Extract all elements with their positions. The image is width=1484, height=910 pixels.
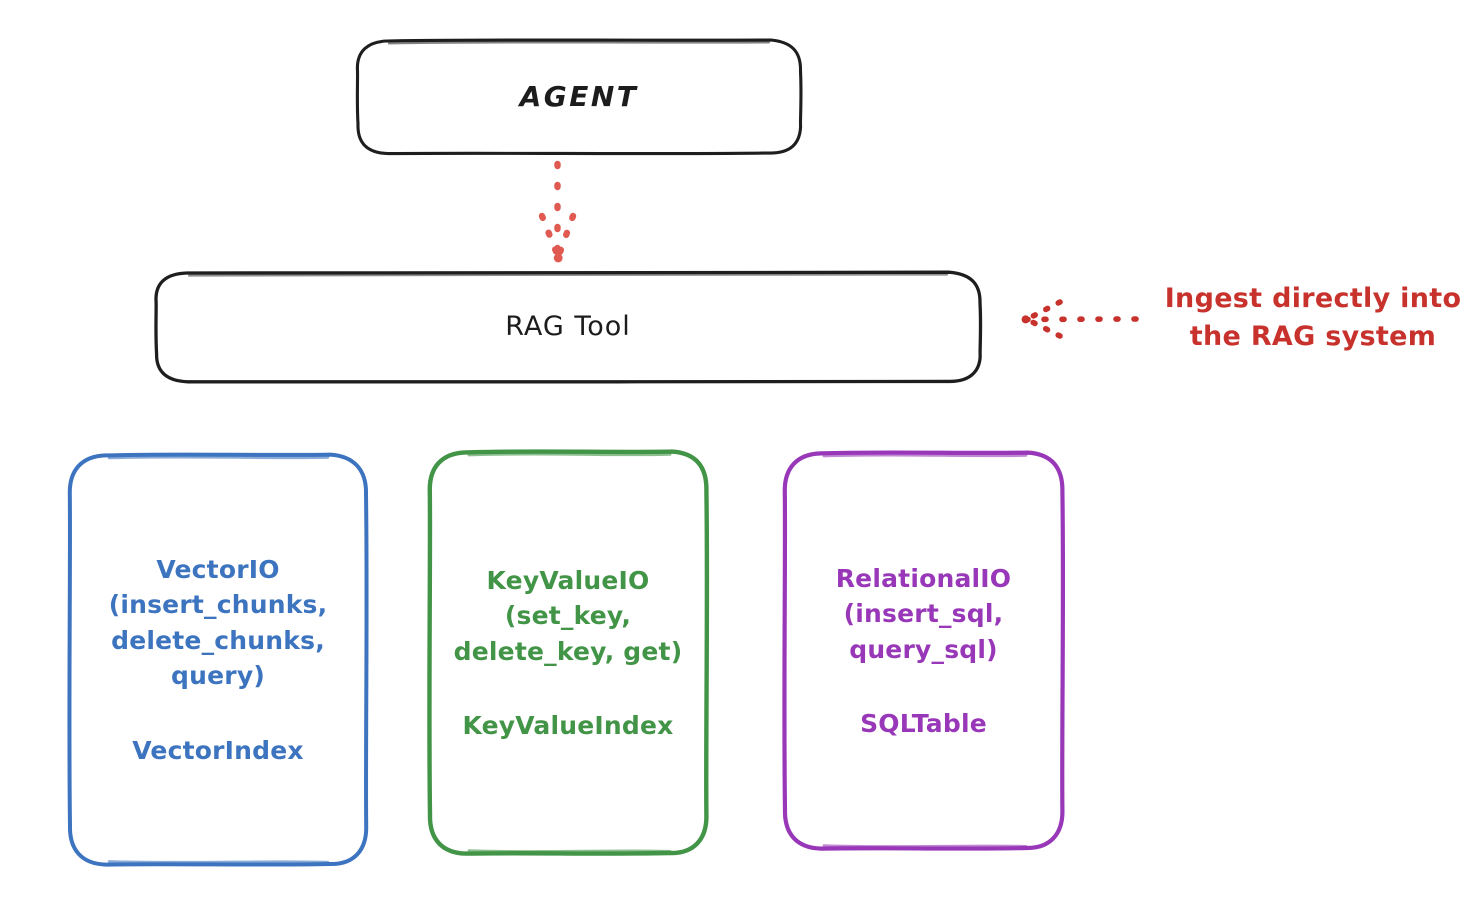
key-value-io-index: KeyValueIndex — [462, 710, 674, 740]
node-relational-io[interactable]: RelationalIO (insert_sql, query_sql) SQL… — [781, 450, 1066, 852]
ingest-arrow — [1018, 296, 1140, 342]
rag-tool-label: RAG Tool — [505, 311, 631, 343]
agent-to-rag-tool-arrow — [504, 160, 614, 272]
agent-label: AGENT — [519, 79, 639, 113]
key-value-io-title: KeyValueIO (set_key, delete_key, get) — [453, 565, 683, 666]
vector-io-label: VectorIO (insert_chunks, delete_chunks, … — [109, 516, 328, 803]
key-value-io-label: KeyValueIO (set_key, delete_key, get) Ke… — [454, 527, 683, 779]
node-key-value-io[interactable]: KeyValueIO (set_key, delete_key, get) Ke… — [426, 449, 710, 857]
node-agent[interactable]: AGENT — [355, 38, 803, 156]
relational-io-label: RelationalIO (insert_sql, query_sql) SQL… — [836, 525, 1012, 777]
vector-io-title: VectorIO (insert_chunks, delete_chunks, … — [108, 554, 328, 691]
node-vector-io[interactable]: VectorIO (insert_chunks, delete_chunks, … — [66, 452, 370, 868]
relational-io-title: RelationalIO (insert_sql, query_sql) — [835, 563, 1012, 664]
ingest-annotation-text: Ingest directly into the RAG system — [1164, 283, 1462, 353]
relational-io-index: SQLTable — [860, 708, 987, 738]
node-rag-tool[interactable]: RAG Tool — [153, 270, 983, 384]
vector-io-index: VectorIndex — [132, 735, 304, 765]
